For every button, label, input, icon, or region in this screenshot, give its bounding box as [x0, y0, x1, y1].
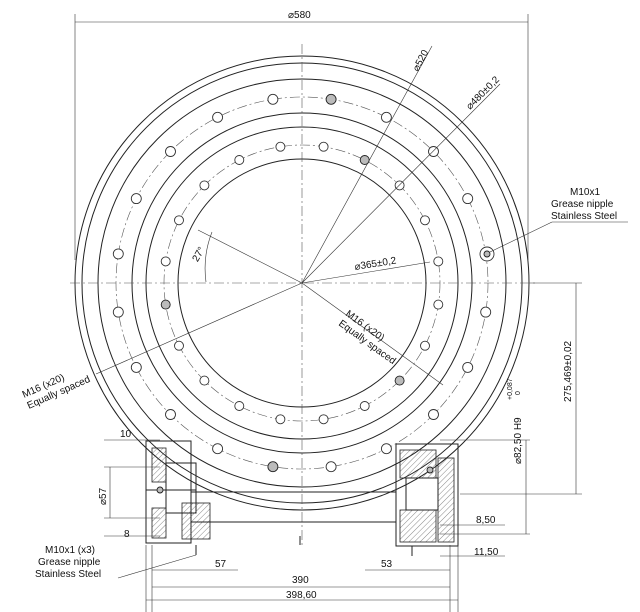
svg-text:10: 10	[120, 429, 132, 440]
outer-hole	[480, 306, 492, 318]
svg-text:0: 0	[515, 391, 522, 395]
callout-grease-right: M10x1 Grease nipple Stainless Steel	[489, 187, 628, 253]
svg-text:⌀57: ⌀57	[98, 487, 109, 505]
outer-hole	[130, 193, 142, 205]
inner-hole	[420, 340, 430, 351]
svg-text:Grease nipple: Grease nipple	[551, 199, 614, 210]
dim-bore: ⌀82,50 H9 +0,087 0	[440, 378, 530, 535]
callout-holes-inner: M16 (x20) Equally spaced	[336, 309, 397, 367]
inner-hole	[433, 256, 444, 267]
inner-hole	[394, 375, 405, 386]
callout-grease-bottom: M10x1 (x3) Grease nipple Stainless Steel	[35, 545, 197, 580]
inner-hole	[199, 180, 210, 191]
dim-left-side: 10 ⌀57 8	[98, 429, 160, 540]
height-label: 275,469±0,02	[563, 340, 574, 402]
svg-text:11,50: 11,50	[474, 547, 499, 558]
d520-label: ⌀520	[411, 48, 432, 74]
svg-text:53: 53	[381, 559, 393, 570]
inner-hole	[275, 414, 286, 425]
outer-hole	[380, 443, 392, 455]
dim-bottom: 57 53 390 398,60	[145, 545, 459, 612]
dim-outer-diameter: ⌀580	[74, 10, 529, 260]
svg-text:M10x1: M10x1	[570, 187, 600, 198]
inner-hole	[318, 141, 329, 152]
svg-text:M10x1 (x3): M10x1 (x3)	[45, 545, 95, 556]
inner-hole	[174, 340, 184, 351]
outer-hole	[462, 361, 474, 373]
outer-hole	[428, 409, 439, 420]
center-lines	[70, 44, 535, 545]
inner-hole	[160, 299, 171, 310]
outer-hole	[267, 93, 279, 105]
outer-hole	[130, 361, 142, 373]
svg-text:⌀82,50 H9: ⌀82,50 H9	[513, 417, 524, 464]
inner-hole	[394, 180, 405, 191]
inner-hole	[359, 401, 370, 411]
outer-hole	[165, 146, 176, 157]
outer-hole	[212, 111, 224, 123]
svg-text:Stainless Steel: Stainless Steel	[35, 569, 101, 580]
d480-label: ⌀480±0,2	[464, 74, 502, 112]
outer-hole	[380, 111, 392, 123]
section-right	[395, 443, 459, 556]
svg-text:Stainless Steel: Stainless Steel	[551, 211, 617, 222]
outer-diameter-label: ⌀580	[288, 10, 311, 21]
section-left	[145, 440, 211, 555]
inner-hole	[433, 299, 444, 310]
svg-text:Grease nipple: Grease nipple	[38, 557, 101, 568]
d365-label: ⌀365±0,2	[354, 255, 398, 273]
grease-nipple-right	[479, 246, 495, 262]
outer-hole	[325, 93, 337, 105]
outer-hole	[112, 306, 124, 318]
angle-arc	[204, 231, 213, 283]
inner-hole	[420, 215, 430, 226]
inner-hole	[199, 375, 210, 386]
inner-hole	[234, 401, 245, 411]
dim-height: 275,469±0,02	[460, 282, 582, 495]
svg-text:398,60: 398,60	[286, 590, 317, 601]
svg-text:8,50: 8,50	[476, 515, 496, 526]
outer-hole	[212, 443, 224, 455]
svg-text:8: 8	[124, 529, 130, 540]
svg-text:57: 57	[215, 559, 227, 570]
outer-hole	[462, 193, 474, 205]
svg-text:+0,087: +0,087	[507, 378, 514, 400]
outer-hole	[428, 146, 439, 157]
inner-bolt-holes	[160, 141, 444, 425]
diameter-leaders	[95, 45, 501, 386]
outer-hole	[165, 409, 176, 420]
outer-hole	[267, 461, 279, 473]
inner-hole	[174, 215, 184, 226]
inner-hole	[318, 414, 329, 425]
outer-hole	[325, 461, 337, 473]
inner-hole	[160, 256, 171, 267]
inner-hole	[275, 141, 286, 152]
dim-right-side: 8,50 11,50	[440, 515, 505, 558]
inner-hole	[234, 155, 245, 165]
callout-holes-outer: M16 (x20) Equally spaced	[21, 372, 92, 411]
outer-hole	[112, 248, 124, 260]
svg-text:390: 390	[292, 575, 309, 586]
